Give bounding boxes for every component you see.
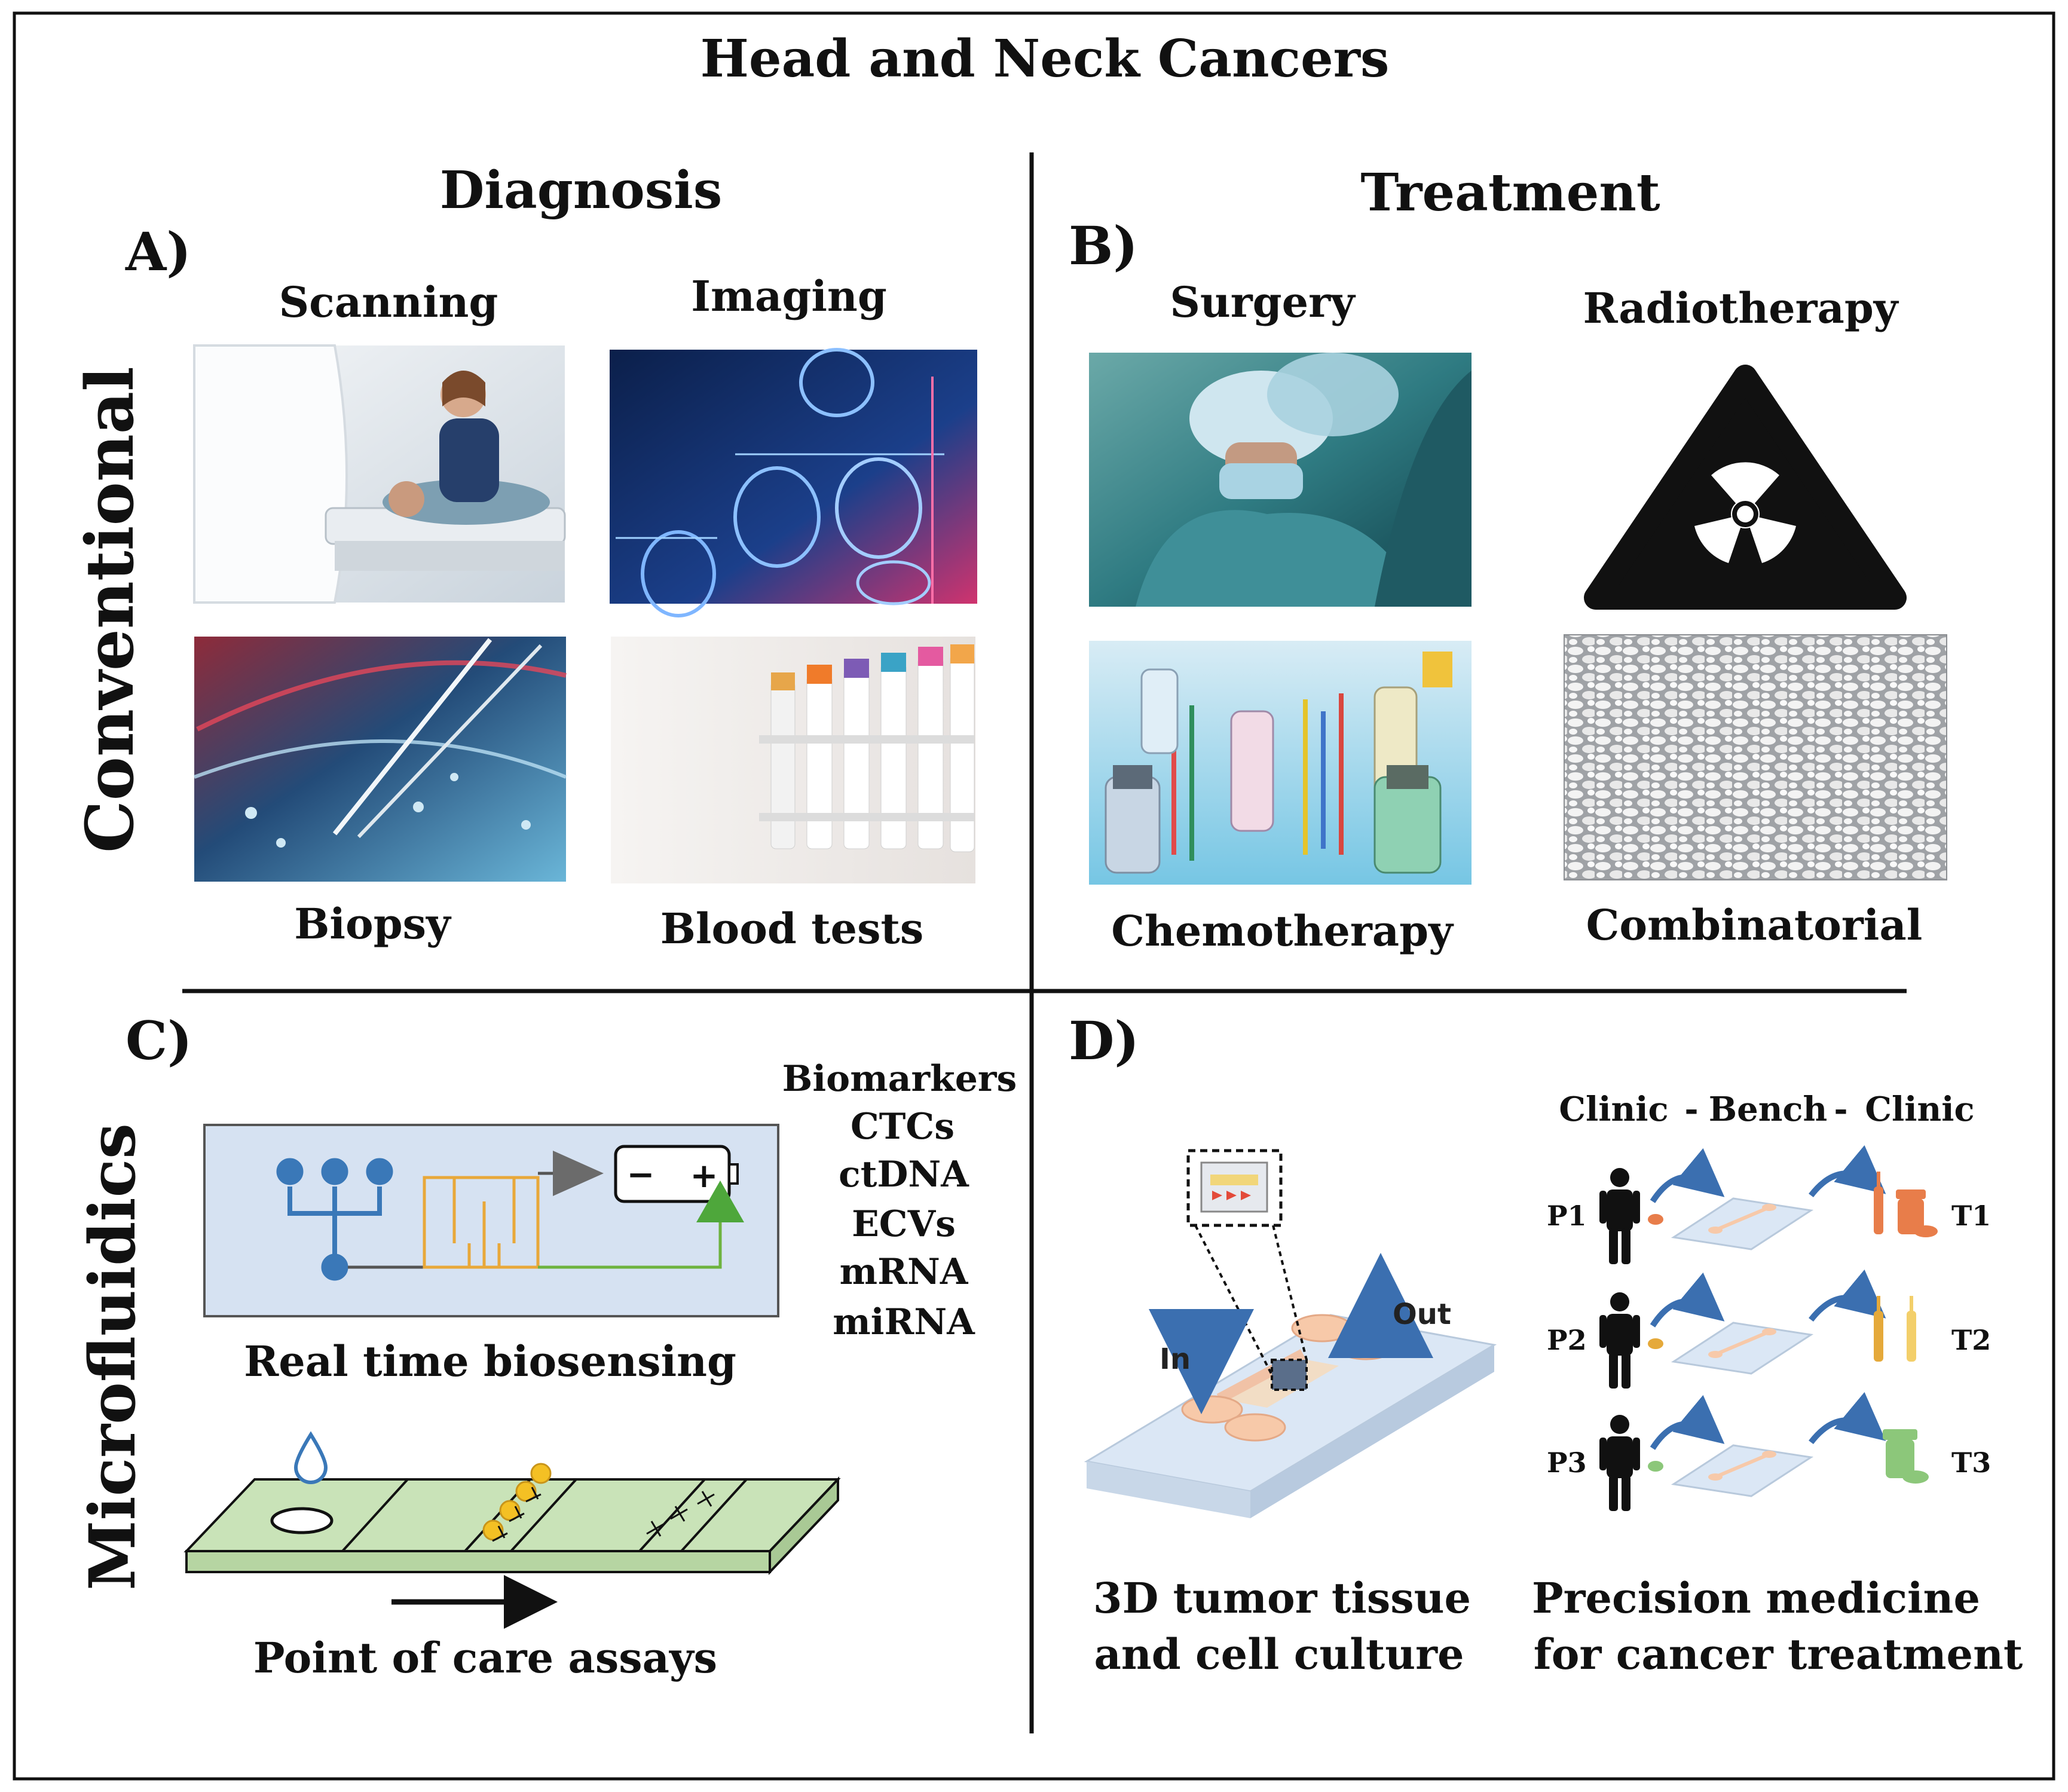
label-out: Out: [1393, 1298, 1451, 1331]
chemotherapy-photo: [1089, 641, 1472, 885]
label-surgery: Surgery: [1170, 277, 1356, 327]
green-arrow-icon: [696, 1181, 744, 1222]
caption-3d-culture-line2: and cell culture: [1094, 1629, 1464, 1679]
transfer-arrow-icon: [1650, 1272, 1725, 1328]
caption-precision-line1: Precision medicine: [1532, 1573, 1980, 1623]
zoom-inset-icon: [1186, 1149, 1283, 1227]
patient-icon: [1599, 1415, 1640, 1511]
transfer-arrow-icon: [1809, 1269, 1886, 1322]
patient-id: P2: [1547, 1324, 1587, 1356]
panel-d: D) In Out 3D tumor t: [1069, 1010, 2023, 1679]
patient-id: P1: [1547, 1200, 1587, 1232]
row-header-microfluidics: Microfluidics: [75, 1123, 149, 1591]
therapy-id: T2: [1951, 1324, 1991, 1356]
panel-a: A) Scanning Imaging: [125, 221, 977, 953]
mini-chip-icon: [1671, 1444, 1814, 1497]
label-scanning: Scanning: [279, 277, 498, 327]
row-header-conventional: Conventional: [71, 366, 148, 853]
gold-nanoparticle-icon: [482, 1463, 552, 1541]
panel-label-a: A): [125, 221, 191, 283]
header-clinic-start: Clinic: [1559, 1090, 1668, 1129]
figure-title: Head and Neck Cancers: [700, 29, 1390, 89]
therapy-icon: [1874, 1172, 1938, 1237]
patient-row: P1 T1: [1547, 1145, 1991, 1264]
label-chemotherapy: Chemotherapy: [1111, 906, 1454, 956]
biomarker-heading: Biomarkers: [782, 1058, 1017, 1100]
patient-row: P3 T3: [1547, 1392, 1991, 1511]
biosensor-schematic: − +: [203, 1124, 779, 1317]
label-blood-tests: Blood tests: [660, 904, 923, 953]
panel-label-c: C): [126, 1010, 192, 1072]
organ-on-chip-schematic: In Out: [1084, 1149, 1497, 1518]
biomarker-item: ECVs: [852, 1203, 956, 1245]
mini-chip-icon: [1671, 1322, 1814, 1375]
transfer-arrow-icon: [1809, 1145, 1886, 1198]
therapy-id: T3: [1951, 1447, 1991, 1479]
transfer-arrow-icon: [1809, 1392, 1886, 1445]
panel-c: C) Biomarkers CTCs ctDNA ECVs mRNA miRNA: [126, 1010, 1017, 1683]
workflow-header: Clinic - Bench - Clinic: [1559, 1090, 1974, 1129]
sample-icon: [1648, 1338, 1663, 1349]
biomarker-list: Biomarkers CTCs ctDNA ECVs mRNA miRNA: [782, 1058, 1017, 1343]
patient-icon: [1599, 1292, 1640, 1389]
biomarker-item: miRNA: [833, 1301, 975, 1343]
therapy-icon: [1874, 1296, 1916, 1362]
caption-real-time-biosensing: Real time biosensing: [244, 1337, 736, 1386]
radiation-hazard-icon: [1584, 365, 1907, 610]
label-biopsy: Biopsy: [294, 899, 452, 949]
surgery-photo: [1089, 353, 1472, 607]
figure-border: [13, 11, 2055, 1781]
label-radiotherapy: Radiotherapy: [1583, 283, 1899, 333]
transfer-arrow-icon: [1650, 1148, 1725, 1203]
therapy-icon: [1883, 1429, 1929, 1484]
sample-icon: [1648, 1214, 1663, 1225]
patient-id: P3: [1547, 1447, 1587, 1479]
header-dash: -: [1684, 1090, 1698, 1129]
signal-feedback-line: [538, 1207, 722, 1269]
sample-icon: [1648, 1461, 1663, 1472]
biomarker-item: CTCs: [851, 1106, 955, 1148]
battery-plus: +: [690, 1157, 718, 1195]
mini-chip-icon: [1671, 1197, 1814, 1250]
imaging-photo: [610, 348, 977, 617]
sample-well-icon: [270, 1507, 334, 1534]
patient-row: P2 T2: [1547, 1269, 1991, 1389]
biomarker-item: mRNA: [840, 1251, 969, 1293]
header-bench: Bench: [1709, 1090, 1828, 1129]
biomarker-item: ctDNA: [839, 1154, 969, 1195]
header-clinic-end: Clinic: [1865, 1090, 1974, 1129]
column-header-treatment: Treatment: [1360, 163, 1660, 223]
caption-3d-culture-line1: 3D tumor tissue: [1093, 1573, 1471, 1623]
sample-drop-icon: [293, 1431, 328, 1484]
tumor-tissue-icon: [1271, 1359, 1308, 1391]
panel-label-d: D): [1069, 1010, 1139, 1072]
column-header-diagnosis: Diagnosis: [440, 160, 723, 221]
blood-tests-photo: [611, 637, 975, 883]
label-combinatorial: Combinatorial: [1586, 900, 1923, 950]
combinatorial-pills-photo: [1564, 634, 1947, 880]
panel-label-b: B): [1069, 215, 1138, 277]
signal-arrow-icon: [553, 1151, 604, 1196]
battery-icon: − +: [614, 1145, 739, 1203]
transfer-arrow-icon: [1650, 1395, 1725, 1450]
caption-precision-line2: for cancer treatment: [1534, 1629, 2023, 1679]
battery-minus: −: [627, 1155, 655, 1194]
header-dash: -: [1834, 1090, 1847, 1129]
interdigitated-electrode-icon: [423, 1176, 540, 1269]
caption-point-of-care-assays: Point of care assays: [253, 1633, 717, 1683]
panel-b: B) Surgery Radiotherapy: [1069, 215, 1947, 956]
scanning-photo: [193, 344, 566, 604]
label-in: In: [1160, 1343, 1191, 1376]
biopsy-photo: [193, 637, 567, 882]
microfluidic-inlet-icon: [276, 1158, 393, 1281]
label-imaging: Imaging: [691, 271, 887, 321]
lateral-flow-strip: [183, 1431, 841, 1629]
patient-icon: [1599, 1168, 1640, 1264]
therapy-id: T1: [1951, 1200, 1991, 1232]
